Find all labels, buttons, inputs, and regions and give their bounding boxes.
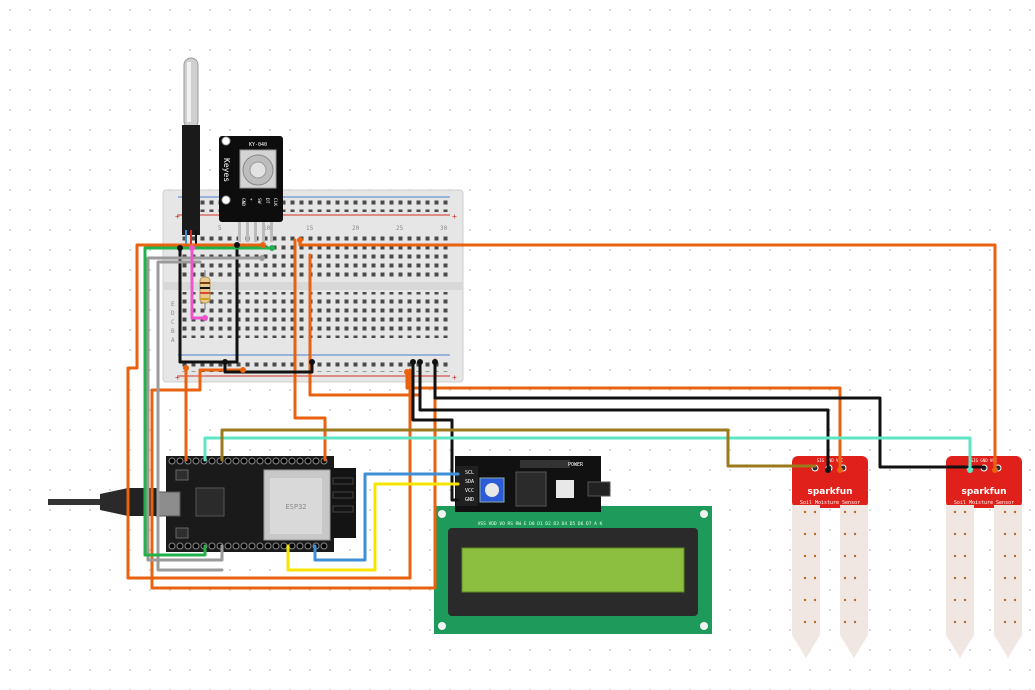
rail-plus-label-right: + bbox=[452, 212, 457, 221]
encoder-pin-sw: SW bbox=[256, 198, 262, 204]
soil-sensor-2-title: Soil Moisture Sensor bbox=[954, 500, 1014, 506]
rail-plus-label-bottom: + bbox=[175, 373, 180, 382]
wire-gray-2 bbox=[156, 260, 224, 572]
col-label-15: 15 bbox=[306, 225, 314, 232]
resistor bbox=[199, 270, 211, 310]
soil-sensor-1-title: Soil Moisture Sensor bbox=[800, 500, 860, 506]
col-label-20: 20 bbox=[352, 225, 360, 232]
encoder-pin-dt: DT bbox=[264, 198, 270, 204]
wire-black-sensor1 bbox=[418, 360, 830, 472]
rotary-encoder-module: Keyes KY-040 CLK DT SW + GND bbox=[219, 136, 283, 242]
row-label-c: C bbox=[171, 319, 175, 326]
wire-black-esp bbox=[223, 360, 314, 374]
rail-plus-label: + bbox=[175, 212, 180, 221]
esp32-board: ESP32 bbox=[155, 456, 356, 552]
i2c-pin-vcc: VCC bbox=[465, 488, 474, 494]
encoder-pin-plus: + bbox=[248, 198, 253, 201]
wire-black-sensor2 bbox=[433, 360, 986, 469]
i2c-pin-gnd: GND bbox=[465, 497, 474, 503]
rail-plus-label-bottom-right: + bbox=[452, 373, 457, 382]
col-label-30: 30 bbox=[440, 225, 448, 232]
col-label-5: 5 bbox=[218, 225, 222, 232]
col-label-25: 25 bbox=[396, 225, 404, 232]
wire-orange-left bbox=[126, 243, 412, 580]
soil-sensor-2-brand: sparkfun bbox=[961, 487, 1006, 497]
wire-orange-bottom2 bbox=[150, 358, 437, 590]
usb-cable bbox=[48, 488, 158, 516]
soil-sensor-2-pins: SIG GND VCC bbox=[971, 458, 998, 463]
encoder-pin-gnd: GND bbox=[240, 198, 246, 206]
lcd-display: VSS VDD VO RS RW E D0 D1 D2 D3 D4 D5 D6 … bbox=[434, 506, 712, 634]
row-label-b: B bbox=[171, 328, 175, 335]
soil-sensor-2: sparkfun Soil Moisture Sensor SIG GND VC… bbox=[946, 456, 1022, 658]
soil-sensor-1-brand: sparkfun bbox=[807, 487, 852, 497]
i2c-pin-scl: SCL bbox=[465, 470, 474, 476]
wires bbox=[126, 238, 997, 590]
row-label-d: D bbox=[171, 310, 175, 317]
encoder-part-label: KY-040 bbox=[249, 142, 267, 148]
wire-blue bbox=[313, 472, 460, 562]
wire-olive bbox=[220, 428, 817, 468]
wire-black-ground bbox=[178, 243, 239, 364]
encoder-pin-clk: CLK bbox=[272, 198, 278, 206]
i2c-backpack: SCL SDA VCC GND POWER bbox=[455, 456, 611, 512]
wire-green bbox=[143, 246, 274, 557]
row-label-a: A bbox=[171, 337, 175, 344]
wire-gray-1 bbox=[146, 256, 264, 562]
soil-sensor-1: sparkfun Soil Moisture Sensor SIG GND VC… bbox=[792, 456, 868, 658]
temperature-probe bbox=[182, 57, 200, 248]
soil-sensor-1-pins: SIG GND VCC bbox=[817, 458, 844, 463]
connection-dots bbox=[177, 237, 998, 473]
wire-yellow bbox=[286, 482, 460, 572]
esp32-module-label: ESP32 bbox=[285, 503, 306, 511]
wire-aqua bbox=[203, 436, 972, 472]
encoder-brand-label: Keyes bbox=[222, 158, 231, 182]
i2c-power-label: POWER bbox=[568, 462, 584, 468]
lcd-header-label: VSS VDD VO RS RW E D0 D1 D2 D3 D4 D5 D6 … bbox=[478, 521, 603, 527]
i2c-pin-sda: SDA bbox=[465, 479, 474, 485]
wire-pink bbox=[190, 246, 207, 320]
wire-black-lcd bbox=[411, 360, 460, 502]
col-label-10: 10 bbox=[263, 225, 271, 232]
row-label-e: E bbox=[171, 301, 175, 308]
wire-orange-sensor1 bbox=[405, 370, 842, 472]
